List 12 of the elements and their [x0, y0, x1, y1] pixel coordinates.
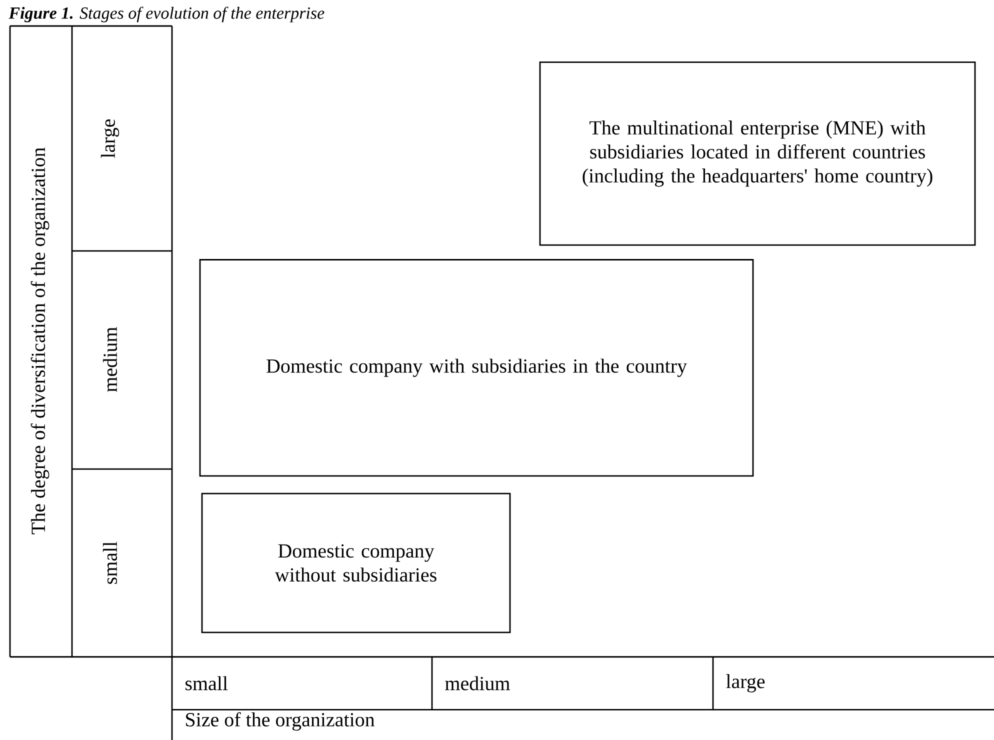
category-label: medium: [445, 676, 510, 690]
stage-box: Domestic company without subsidiaries: [201, 492, 511, 634]
axis-title: Size of the organization: [186, 712, 375, 731]
category-label: small: [102, 542, 118, 584]
category-label: small: [186, 676, 228, 690]
stage-box: Domestic company with subsidiaries in the country: [199, 259, 754, 477]
stage-box: The multinational enterprise (MNE) with subsidiaries located in different countries (including the headquarters' home country): [539, 61, 976, 246]
figure-title: Figure 1. Stages of evolution of the enterprise: [8, 6, 324, 22]
category-label: large: [100, 119, 120, 158]
category-label: medium: [102, 327, 118, 392]
category-label: large: [726, 674, 765, 692]
axis-title: The degree of diversification of the organization: [30, 148, 50, 534]
